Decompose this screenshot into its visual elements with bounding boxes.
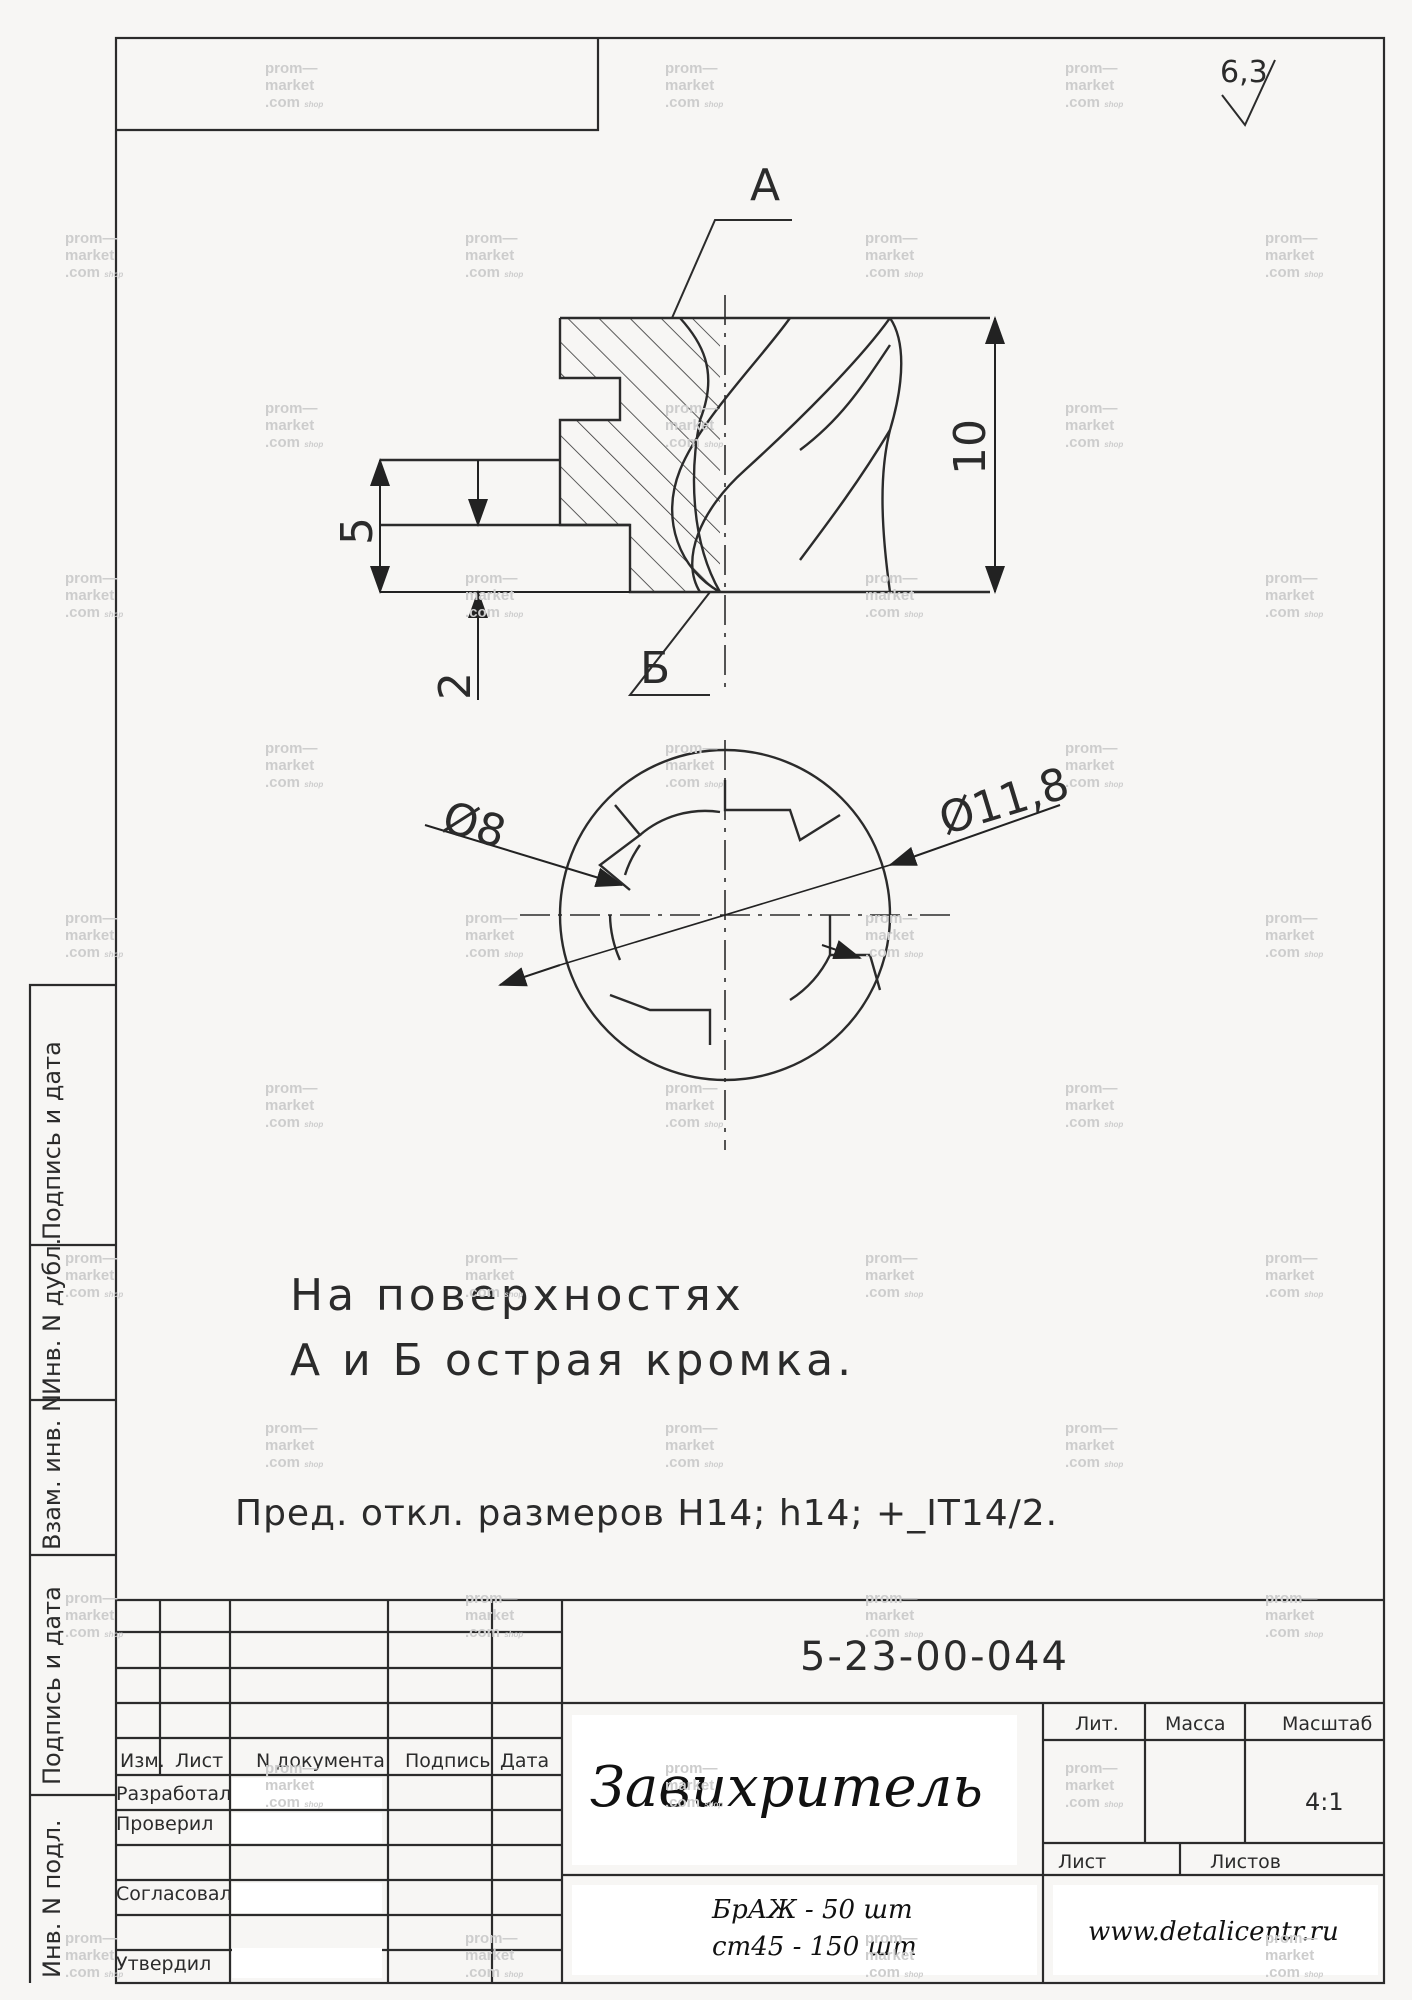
- role-soglasoval: Согласовал: [116, 1883, 232, 1905]
- watermark: prom—market.com shop: [665, 1760, 724, 1811]
- lit-label: Лит.: [1075, 1713, 1119, 1735]
- watermark: prom—market.com shop: [865, 230, 924, 281]
- watermark: prom—market.com shop: [1265, 570, 1324, 621]
- watermark: prom—market.com shop: [465, 570, 524, 621]
- left-margin-strip: [28, 983, 116, 1983]
- material-line-1: БрАЖ - 50 шт: [711, 1895, 913, 1925]
- watermark: prom—market.com shop: [1265, 910, 1324, 961]
- note-line-1: На поверхностях: [290, 1270, 745, 1321]
- watermark: prom—market.com shop: [465, 1930, 524, 1981]
- col-n-dokumenta: N документа: [256, 1750, 385, 1772]
- margin-label-sign-date-1: Подпись и дата: [38, 1586, 66, 1785]
- watermark: prom—market.com shop: [865, 570, 924, 621]
- watermark: prom—market.com shop: [265, 1080, 324, 1131]
- watermark: prom—market.com shop: [1265, 230, 1324, 281]
- watermark: prom—market.com shop: [665, 740, 724, 791]
- watermark: prom—market.com shop: [1065, 1420, 1124, 1471]
- col-podpis: Подпись: [405, 1750, 490, 1772]
- section-hatch: [560, 318, 720, 592]
- watermark: prom—market.com shop: [465, 1250, 524, 1301]
- watermark: prom—market.com shop: [665, 1420, 724, 1471]
- watermark: prom—market.com shop: [865, 1930, 924, 1981]
- mass-label: Масса: [1165, 1713, 1226, 1735]
- watermark: prom—market.com shop: [1065, 60, 1124, 111]
- watermark: prom—market.com shop: [265, 60, 324, 111]
- dim-outer-diameter: Ø11,8: [933, 758, 1075, 846]
- watermark: prom—market.com shop: [465, 1590, 524, 1641]
- dim-height-total: 10: [945, 419, 996, 475]
- role-proveril: Проверил: [116, 1813, 213, 1835]
- tolerance-note: Пред. откл. размеров Н14; h14; +_IT14/2.: [235, 1493, 1058, 1534]
- watermark: prom—market.com shop: [65, 1590, 124, 1641]
- drawing-designation: 5-23-00-044: [800, 1634, 1069, 1680]
- watermark: prom—market.com shop: [265, 1760, 324, 1811]
- scale-label: Масштаб: [1282, 1713, 1372, 1735]
- watermark: prom—market.com shop: [265, 1420, 324, 1471]
- watermark: prom—market.com shop: [665, 60, 724, 111]
- margin-label-inv-podl: Инв. N подл.: [38, 1819, 66, 1978]
- col-izm: Изм.: [120, 1750, 165, 1772]
- top-left-box: [116, 38, 600, 132]
- watermark: prom—market.com shop: [665, 1080, 724, 1131]
- sheet-label: Лист: [1058, 1851, 1106, 1873]
- sheets-label: Листов: [1210, 1851, 1281, 1873]
- watermark: prom—market.com shop: [865, 910, 924, 961]
- watermark: prom—market.com shop: [465, 910, 524, 961]
- watermark: prom—market.com shop: [65, 1930, 124, 1981]
- label-surface-b: Б: [640, 643, 670, 694]
- watermark: prom—market.com shop: [1065, 1080, 1124, 1131]
- dim-depth: 2: [430, 672, 481, 700]
- scale-value: 4:1: [1305, 1788, 1344, 1816]
- role-utverdil: Утвердил: [116, 1953, 211, 1975]
- watermark: prom—market.com shop: [1065, 1760, 1124, 1811]
- watermark: prom—market.com shop: [1265, 1930, 1324, 1981]
- note-line-2: А и Б острая кромка.: [290, 1335, 855, 1386]
- watermark: prom—market.com shop: [1265, 1590, 1324, 1641]
- watermark: prom—market.com shop: [1065, 400, 1124, 451]
- label-surface-a: А: [750, 160, 780, 211]
- material-line-2: ст45 - 150 шт: [712, 1932, 917, 1962]
- roughness-symbol: [1221, 59, 1276, 127]
- watermark: prom—market.com shop: [65, 910, 124, 961]
- dim-height-step: 5: [332, 517, 383, 545]
- part-name: Завихритель: [590, 1755, 983, 1820]
- website: www.detalicentr.ru: [1088, 1917, 1339, 1947]
- watermark: prom—market.com shop: [465, 230, 524, 281]
- margin-label-vzam-inv: Взам. инв. N: [38, 1394, 66, 1550]
- section-view: А Б 10 5 2: [332, 160, 1005, 700]
- watermark: prom—market.com shop: [865, 1250, 924, 1301]
- watermark: prom—market.com shop: [665, 400, 724, 451]
- col-data: Дата: [500, 1750, 549, 1772]
- watermark: prom—market.com shop: [265, 740, 324, 791]
- sheet-frame: [114, 36, 1386, 1985]
- role-razrabotal: Разработал: [116, 1783, 231, 1805]
- col-list: Лист: [175, 1750, 223, 1772]
- title-block: [116, 1598, 1384, 1983]
- watermark: prom—market.com shop: [265, 400, 324, 451]
- margin-label-sign-date-2: Подпись и дата: [38, 1041, 66, 1240]
- watermark: prom—market.com shop: [865, 1590, 924, 1641]
- watermark: prom—market.com shop: [1265, 1250, 1324, 1301]
- watermark: prom—market.com shop: [65, 1250, 124, 1301]
- watermark: prom—market.com shop: [65, 230, 124, 281]
- margin-label-inv-dubl: Инв. N дубл.: [38, 1238, 66, 1395]
- watermark: prom—market.com shop: [65, 570, 124, 621]
- roughness-value: 6,3: [1220, 55, 1268, 90]
- watermark: prom—market.com shop: [1065, 740, 1124, 791]
